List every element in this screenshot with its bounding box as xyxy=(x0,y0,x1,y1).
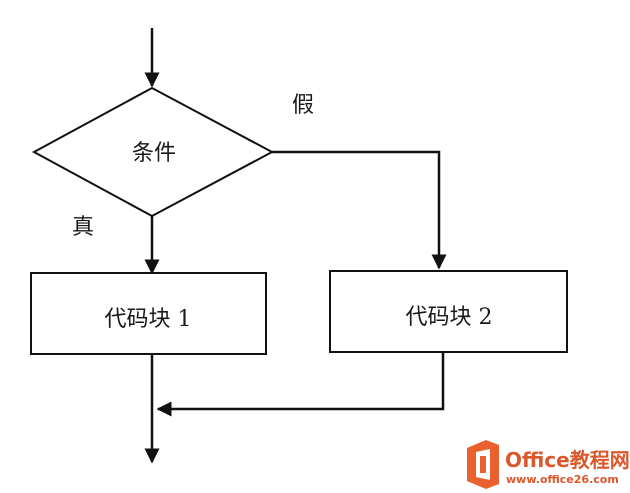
code-block-1 xyxy=(30,272,267,355)
code-block-1-label: 代码块 1 xyxy=(105,307,192,332)
true-label: 真 xyxy=(72,215,94,240)
merge-arrow xyxy=(156,352,445,417)
watermark-url: www.office26.com xyxy=(506,473,619,486)
watermark-brand: Office教程网 xyxy=(505,448,630,472)
condition-label: 条件 xyxy=(132,141,176,166)
watermark: Office教程网 www.office26.com xyxy=(467,440,630,489)
code-block-2-label: 代码块 2 xyxy=(406,305,493,330)
false-label: 假 xyxy=(292,93,314,118)
office-logo-icon xyxy=(467,440,499,489)
code-block-2 xyxy=(329,270,568,353)
false-branch-arrow xyxy=(272,150,447,270)
